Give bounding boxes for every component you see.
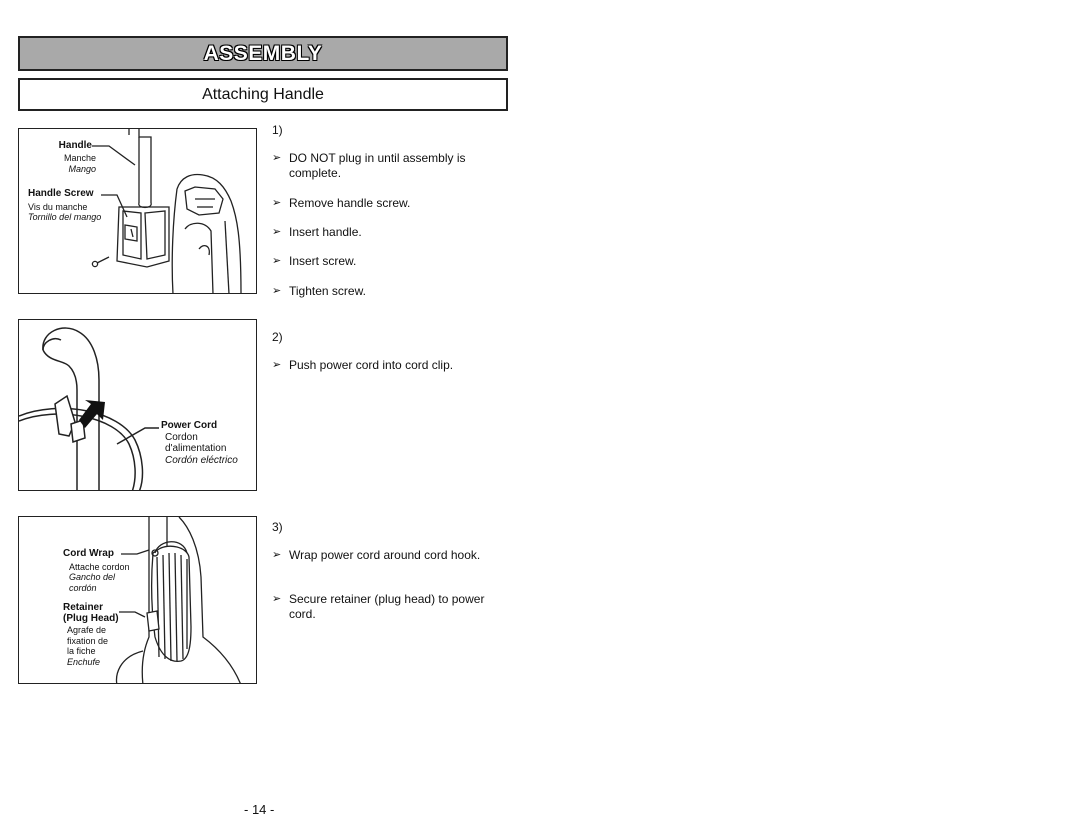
step-1-item: ➢ Tighten screw. — [272, 284, 366, 298]
bullet-arrow-icon: ➢ — [272, 285, 282, 297]
figure-cord-clip: Power Cord Cordon d'alimentation Cordón … — [18, 319, 257, 491]
step-1-item: ➢ Remove handle screw. — [272, 196, 411, 210]
section-title: ASSEMBLY — [203, 41, 323, 65]
bullet-arrow-icon: ➢ — [272, 359, 282, 371]
section-banner: ASSEMBLY — [18, 36, 508, 71]
label-handle: Handle — [58, 140, 92, 151]
figure-handle-attachment: Handle Manche Mango Handle Screw Vis du … — [18, 128, 257, 294]
cord-clip-illustration — [19, 327, 159, 490]
step-3-item: ➢ Secure retainer (plug head) to power c… — [272, 592, 485, 621]
bullet-arrow-icon: ➢ — [272, 255, 282, 267]
bullet-arrow-icon: ➢ — [272, 549, 282, 561]
label-handle-translations: Manche Mango — [63, 153, 96, 174]
step-1-number: 1) — [272, 123, 283, 137]
step-1-item: ➢ Insert handle. — [272, 225, 362, 239]
step-2-item: ➢ Push power cord into cord clip. — [272, 358, 454, 372]
page-number: - 14 - — [244, 802, 275, 817]
label-cord-wrap: Cord Wrap Attache cordon Gancho del cord… — [63, 548, 130, 593]
step-1-item: ➢ DO NOT plug in until assembly is compl… — [272, 151, 466, 180]
step-3-item: ➢ Wrap power cord around cord hook. — [272, 548, 481, 562]
handle-illustration — [91, 129, 242, 293]
label-power-cord: Power Cord Cordon d'alimentation Cordón … — [161, 420, 238, 466]
bullet-arrow-icon: ➢ — [272, 593, 282, 605]
step-1-item: ➢ Insert screw. — [272, 254, 357, 268]
label-handle-screw: Handle Screw Vis du manche Tornillo del … — [28, 188, 102, 222]
step-2-number: 2) — [272, 330, 283, 344]
bullet-arrow-icon: ➢ — [272, 197, 282, 209]
subsection-header: Attaching Handle — [18, 78, 508, 111]
bullet-arrow-icon: ➢ — [272, 152, 282, 164]
subsection-title: Attaching Handle — [202, 85, 324, 103]
cord-wrap-illustration — [115, 517, 241, 683]
figure-cord-wrap: Cord Wrap Attache cordon Gancho del cord… — [18, 516, 257, 684]
bullet-arrow-icon: ➢ — [272, 226, 282, 238]
arrow-indicator-icon — [79, 400, 105, 428]
step-3-number: 3) — [272, 520, 283, 534]
label-retainer: Retainer (Plug Head) Agrafe de fixation … — [63, 602, 119, 667]
